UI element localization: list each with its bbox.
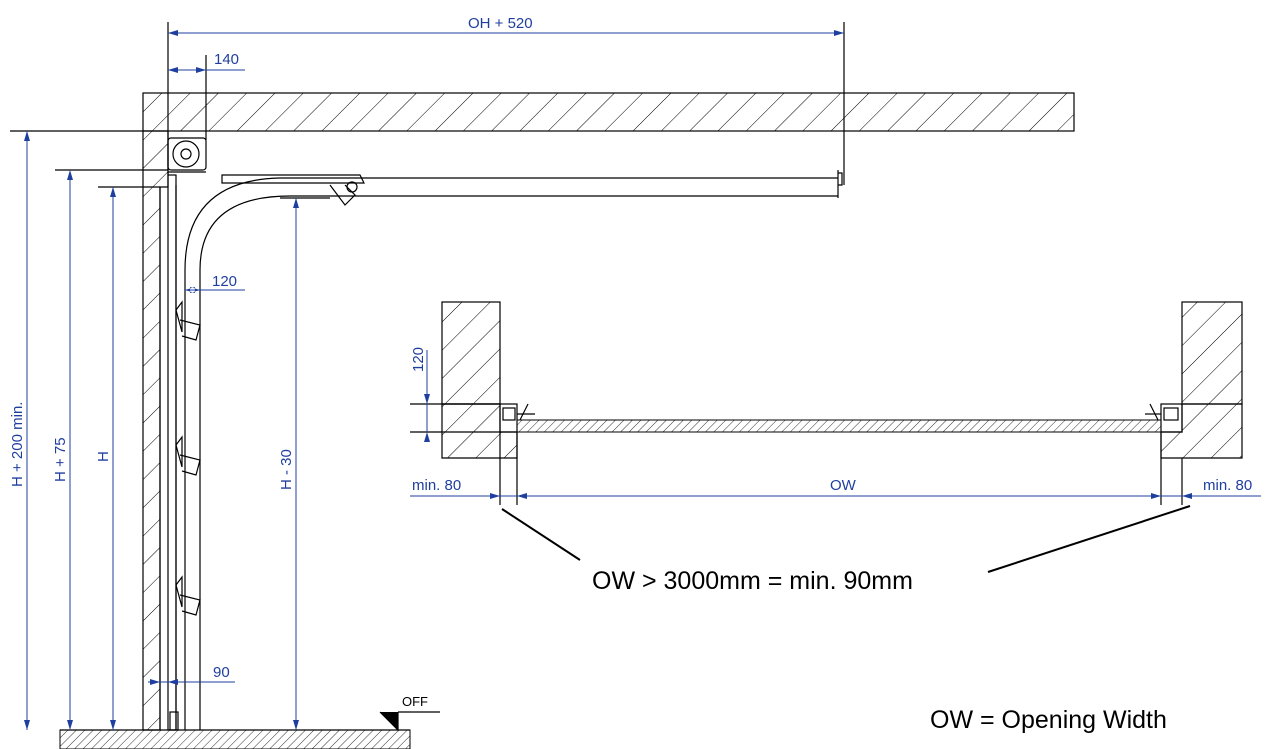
- plan-view: 120 min. 80 OW min. 80: [410, 301, 1261, 573]
- dim-min80-left-label: min. 80: [412, 477, 461, 494]
- dim-min80-right-label: min. 80: [1203, 477, 1252, 494]
- plan-wall-left-return: [441, 403, 518, 459]
- lintel-wall: [142, 130, 169, 731]
- plan-door-panel: [516, 419, 1162, 433]
- dim-h-plus-200-label: H + 200 min.: [9, 402, 26, 487]
- dim-120-track: 120: [185, 273, 245, 293]
- leader-line-left: [501, 508, 581, 561]
- dim-h-label: H: [95, 451, 112, 462]
- dim-h-plus-200: H + 200 min.: [9, 130, 143, 730]
- dim-140-label: 140: [214, 51, 239, 68]
- plan-wall-right: [1181, 301, 1243, 405]
- plan-wall-left: [441, 301, 501, 405]
- dim-120-plan-label: 120: [410, 347, 427, 372]
- dim-120-track-label: 120: [212, 273, 237, 290]
- track: [184, 170, 843, 730]
- dim-oh-plus-520: OH + 520: [167, 15, 845, 185]
- dim-90: 90: [148, 664, 235, 685]
- leader-line-right: [987, 505, 1191, 573]
- dim-h-minus-30: H - 30: [278, 197, 330, 730]
- plan-bracket-left: [499, 403, 535, 433]
- plan-wall-right-return: [1160, 403, 1243, 459]
- dim-h-plus-75: H + 75: [52, 169, 168, 730]
- ow-definition-note: OW = Opening Width: [930, 706, 1167, 734]
- dim-140: 140: [168, 51, 245, 140]
- side-section: OFF OH + 520 140 120 90: [9, 15, 1075, 749]
- plan-bracket-right: [1145, 403, 1183, 433]
- dim-120-plan: 120: [410, 347, 500, 442]
- dim-h: H: [95, 186, 160, 730]
- door-leaf: [167, 174, 201, 731]
- floor: OFF: [59, 694, 440, 749]
- dim-ow: min. 80 OW min. 80: [410, 432, 1261, 505]
- floor-level-label: OFF: [402, 694, 428, 709]
- dim-ow-label: OW: [830, 477, 857, 494]
- dim-h-minus-30-label: H - 30: [278, 449, 295, 490]
- ceiling-slab: [142, 92, 1075, 132]
- dim-oh-plus-520-label: OH + 520: [468, 15, 533, 32]
- dim-90-label: 90: [213, 664, 230, 681]
- dim-h-plus-75-label: H + 75: [52, 437, 69, 482]
- ow-rule-note: OW > 3000mm = min. 90mm: [592, 567, 913, 595]
- spring-drum: [167, 137, 207, 173]
